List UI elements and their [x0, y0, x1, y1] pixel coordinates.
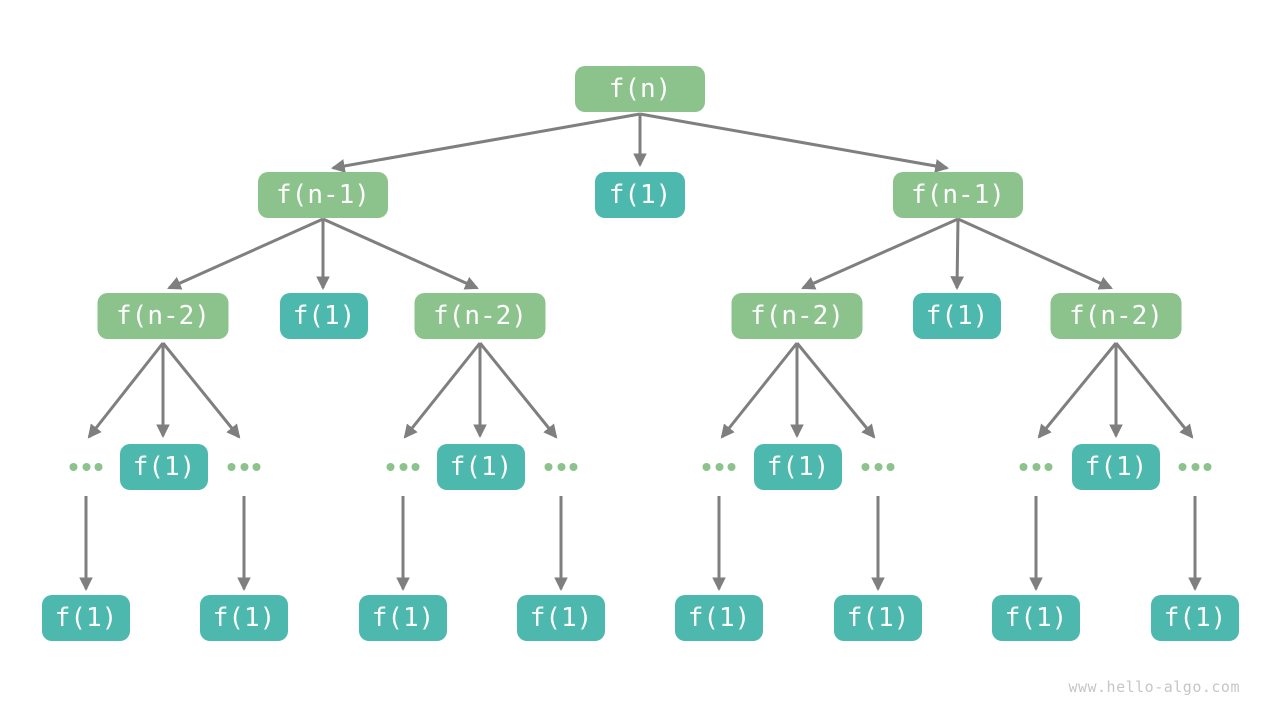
- ellipsis-dot: [252, 463, 261, 471]
- ellipsis-node: [227, 463, 261, 471]
- ellipsis-dot: [861, 463, 870, 471]
- ellipsis-node: [861, 463, 895, 471]
- ellipsis-dot: [886, 463, 895, 471]
- tree-edge-arrow: [957, 217, 1113, 290]
- ellipsis-dot: [1203, 463, 1212, 471]
- node-f-1: f(1): [595, 172, 685, 218]
- node-f-n-2: f(n-2): [1050, 293, 1182, 339]
- node-f-1: f(1): [120, 444, 208, 490]
- node-f-n-2: f(n-2): [414, 293, 546, 339]
- ellipsis-dot: [82, 463, 90, 471]
- tree-edge-arrow: [795, 342, 876, 439]
- node-f-n-2: f(n-2): [731, 293, 863, 339]
- node-f-1: f(1): [42, 595, 130, 641]
- ellipsis-dot: [386, 463, 395, 471]
- ellipsis-dot: [1044, 463, 1053, 471]
- node-f-n-1: f(n-1): [893, 172, 1023, 218]
- node-f-1: f(1): [754, 444, 842, 490]
- tree-edge-arrow: [87, 342, 165, 439]
- node-f-1: f(1): [675, 595, 763, 641]
- tree-edge-arrow: [1114, 342, 1194, 439]
- watermark: www.hello-algo.com: [1068, 678, 1240, 696]
- tree-edge-arrow: [322, 217, 479, 290]
- node-f-1: f(1): [913, 293, 1001, 339]
- tree-edge-arrow: [801, 217, 959, 290]
- node-f-n-2: f(n-2): [97, 293, 229, 339]
- ellipsis-dot: [1019, 463, 1028, 471]
- ellipsis-node: [1178, 463, 1212, 471]
- tree-edge-arrow: [161, 342, 241, 439]
- ellipsis-node: [386, 463, 420, 471]
- node-f-1: f(1): [992, 595, 1080, 641]
- node-f-1: f(1): [359, 595, 447, 641]
- ellipsis-dot: [1032, 463, 1040, 471]
- tree-edge-arrow: [1037, 342, 1118, 439]
- ellipsis-dot: [727, 463, 736, 471]
- tree-edge-arrow: [330, 112, 641, 173]
- node-f-1: f(1): [517, 595, 605, 641]
- tree-edge-arrow: [167, 217, 324, 290]
- tree-edge-arrow: [403, 342, 482, 439]
- ellipsis-dot: [874, 463, 882, 471]
- ellipsis-dot: [715, 463, 723, 471]
- node-f-1: f(1): [437, 444, 525, 490]
- ellipsis-dot: [69, 463, 78, 471]
- node-f-1: f(1): [834, 595, 922, 641]
- ellipsis-dot: [227, 463, 236, 471]
- node-f-1: f(1): [1072, 444, 1160, 490]
- ellipsis-dot: [702, 463, 711, 471]
- ellipsis-dot: [1178, 463, 1187, 471]
- tree-edge-arrow: [478, 342, 558, 439]
- node-f-n: f(n): [575, 66, 705, 112]
- tree-edge-arrow: [950, 218, 965, 291]
- ellipsis-node: [702, 463, 736, 471]
- ellipsis-dot: [544, 463, 553, 471]
- node-f-n-1: f(n-1): [258, 172, 388, 218]
- ellipsis-dot: [1191, 463, 1199, 471]
- tree-edge-arrow: [639, 112, 950, 173]
- node-f-1: f(1): [200, 595, 288, 641]
- ellipsis-node: [69, 463, 103, 471]
- ellipsis-dot: [399, 463, 407, 471]
- tree-edge-arrow: [720, 342, 799, 439]
- ellipsis-dot: [411, 463, 420, 471]
- ellipsis-dot: [94, 463, 103, 471]
- node-f-1: f(1): [1151, 595, 1239, 641]
- ellipsis-node: [544, 463, 578, 471]
- node-f-1: f(1): [280, 293, 368, 339]
- ellipsis-node: [1019, 463, 1053, 471]
- ellipsis-dot: [557, 463, 565, 471]
- ellipsis-dot: [569, 463, 578, 471]
- ellipsis-dot: [240, 463, 248, 471]
